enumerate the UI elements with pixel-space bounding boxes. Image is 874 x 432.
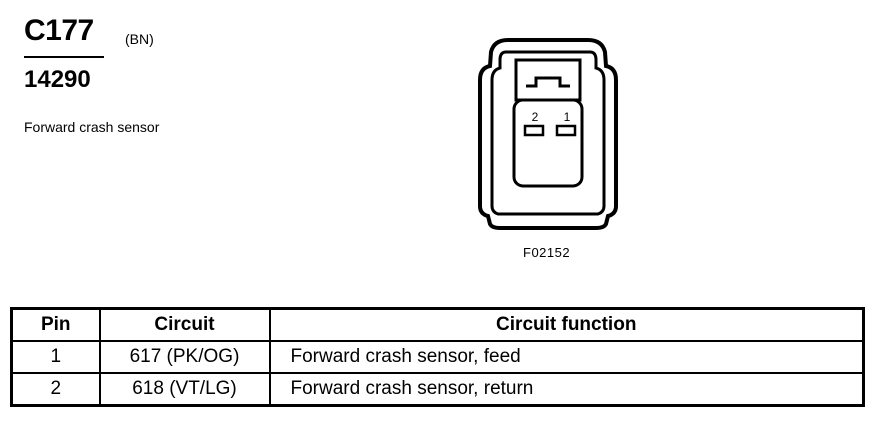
pinout-table: Pin Circuit Circuit function 1 617 (PK/O… [10, 307, 865, 407]
pin-label-1: 1 [564, 110, 571, 124]
connector-header: C177 (BN) 14290 Forward crash sensor [24, 14, 159, 135]
part-number: 14290 [24, 66, 91, 93]
connector-housing-inner [490, 50, 606, 216]
pin-cell: 1 [10, 340, 101, 374]
column-header-circuit-function: Circuit function [268, 307, 865, 342]
figure-id: F02152 [523, 245, 571, 260]
terminal-pin-2 [523, 124, 545, 137]
table-row: 2 618 (VT/LG) Forward crash sensor, retu… [10, 372, 865, 407]
connector-face-diagram: 2 1 [478, 38, 618, 230]
column-header-pin: Pin [10, 307, 101, 342]
connector-id: C177 [24, 14, 94, 47]
connector-housing-outer [478, 38, 618, 230]
pin-cell: 2 [10, 372, 101, 407]
connector-color-code: (BN) [125, 31, 154, 47]
locking-tab-notch [526, 76, 570, 88]
connector-description: Forward crash sensor [24, 119, 160, 135]
locking-tab [514, 58, 582, 102]
circuit-cell: 617 (PK/OG) [98, 340, 271, 374]
pin-label-2: 2 [532, 110, 539, 124]
header-divider [24, 56, 104, 58]
circuit-function-cell: Forward crash sensor, feed [268, 340, 865, 374]
table-header-row: Pin Circuit Circuit function [10, 307, 865, 342]
terminal-block [512, 98, 584, 188]
circuit-function-cell: Forward crash sensor, return [268, 372, 865, 407]
table-row: 1 617 (PK/OG) Forward crash sensor, feed [10, 340, 865, 374]
circuit-cell: 618 (VT/LG) [98, 372, 271, 407]
terminal-pin-1 [555, 124, 577, 137]
column-header-circuit: Circuit [98, 307, 271, 342]
